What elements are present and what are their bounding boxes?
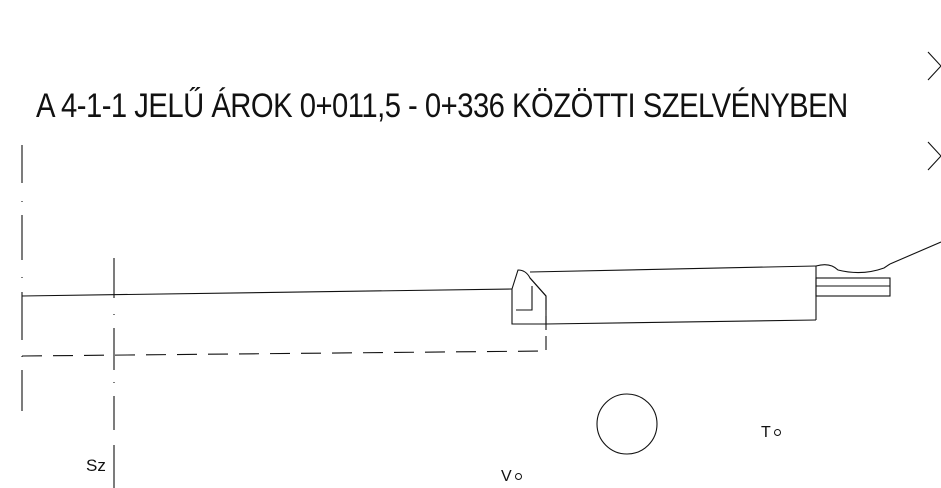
ditch-dashed-line — [21, 350, 547, 357]
ditch-top-line — [21, 288, 513, 297]
point-t-label: T — [761, 424, 781, 442]
chevron-right-icon — [927, 141, 941, 171]
circle-outline-icon — [596, 393, 658, 455]
culvert-outlet — [815, 241, 941, 297]
station-label-text: Sz — [86, 456, 106, 475]
culvert-inlet — [511, 269, 547, 325]
station-label: Sz — [86, 456, 106, 476]
point-t-text: T — [761, 424, 771, 441]
drawing-title: A 4-1-1 JELŰ ÁROK 0+011,5 - 0+336 KÖZÖTT… — [36, 87, 848, 125]
point-v-text: V — [501, 468, 512, 485]
point-v-label: V — [501, 468, 522, 486]
chevron-right-icon — [927, 51, 941, 81]
culvert-body — [529, 265, 817, 325]
circle-outline-icon — [514, 473, 522, 481]
circle-outline-icon — [773, 429, 781, 437]
